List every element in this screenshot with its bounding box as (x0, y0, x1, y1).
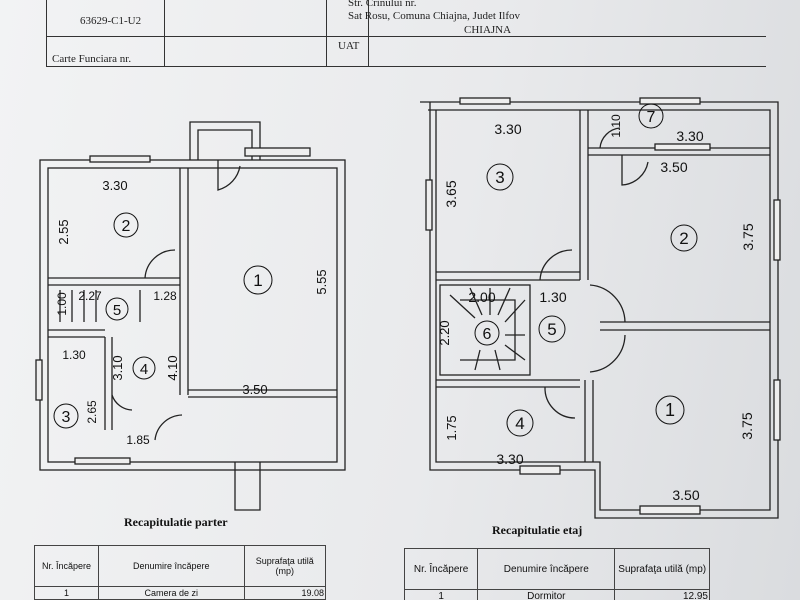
dimension-label: 2.20 (437, 320, 452, 345)
room-number: 1 (253, 271, 262, 290)
dimension-label: 4.10 (165, 355, 180, 380)
dimension-label: 1.75 (444, 415, 459, 440)
cadastral-code: 63629-C1-U2 (80, 15, 142, 27)
upper-floor-labels: 3 7 2 6 5 4 1 3.30 1.10 3.30 3.50 3.65 3… (437, 103, 756, 503)
column-header: Denumire încăpere (477, 548, 616, 590)
dimension-label: 3.65 (443, 180, 459, 207)
uat-value: CHIAJNA (464, 24, 512, 36)
dimension-label: 1.30 (539, 289, 566, 305)
room-number: 2 (122, 218, 131, 235)
room-number: 1 (665, 400, 675, 420)
table-row: 1 Dormitor 12.95 (403, 589, 710, 600)
carte-funciara-label: Carte Funciara nr. (52, 53, 132, 65)
dimension-label: 1.28 (153, 289, 177, 303)
recap-etaj-title: Recapitulatie etaj (492, 523, 583, 537)
column-header: Suprafaţa utilă (mp) (243, 545, 327, 587)
table-cell: Camera de zi (98, 586, 245, 600)
dimension-label: 1.00 (55, 292, 69, 316)
dimension-label: 3.50 (660, 159, 687, 175)
address-line1: Str. Crinului nr. (348, 0, 417, 9)
column-header: Nr. Încăpere (33, 545, 100, 587)
dimension-label: 2.27 (78, 289, 102, 303)
room-number: 3 (62, 409, 71, 426)
dimension-label: 3.75 (739, 412, 755, 439)
recap-etaj-table: Nr. Încăpere Denumire încăpere Suprafaţa… (403, 548, 710, 600)
dimension-label: 2.65 (85, 400, 99, 424)
ground-floor-labels: 2 1 5 4 3 3.30 2.55 5.55 1.00 2.27 1.28 … (53, 178, 329, 447)
dimension-label: 5.55 (314, 269, 329, 294)
dimension-label: 3.30 (494, 121, 521, 137)
room-number: 7 (647, 109, 656, 126)
dimension-label: 1.85 (126, 433, 150, 447)
dimension-label: 1.10 (609, 114, 623, 138)
dimension-label: 2.00 (468, 289, 495, 305)
dimension-label: 3.50 (672, 487, 699, 503)
uat-label: UAT (338, 40, 360, 52)
recap-parter-title: Recapitulatie parter (124, 515, 228, 529)
column-header: Nr. Încăpere (403, 548, 479, 590)
dimension-label: 3.75 (740, 223, 756, 250)
header-table: 63629-C1-U2 Str. Crinului nr. Sat Rosu, … (46, 0, 800, 78)
dimension-label: 3.30 (102, 178, 127, 193)
dimension-label: 3.50 (242, 382, 267, 397)
recap-parter-table: Nr. Încăpere Denumire încăpere Suprafaţa… (33, 545, 327, 600)
column-header: Suprafaţa utilă (mp) (614, 548, 710, 590)
table-cell: 1 (33, 586, 100, 600)
table-cell: 1 (403, 589, 479, 600)
room-number: 4 (140, 361, 148, 378)
dimension-label: 3.30 (496, 451, 523, 467)
room-number: 5 (113, 302, 121, 319)
room-number: 3 (495, 168, 504, 187)
dimension-label: 2.55 (56, 219, 71, 244)
address-line2: Sat Rosu, Comuna Chiajna, Judet Ilfov (348, 10, 521, 22)
table-cell: 12.95 (614, 589, 710, 600)
table-cell: Dormitor (477, 589, 616, 600)
ground-floor-plan (35, 121, 346, 511)
dimension-label: 3.30 (676, 128, 703, 144)
room-number: 5 (547, 320, 556, 339)
dimension-label: 1.30 (62, 348, 86, 362)
room-number: 2 (679, 229, 688, 248)
table-cell: 19.08 (243, 586, 327, 600)
room-number: 4 (515, 414, 524, 433)
upper-floor-plan (420, 97, 781, 519)
room-number: 6 (483, 326, 492, 343)
dimension-label: 3.10 (110, 355, 125, 380)
table-row: 1 Camera de zi 19.08 (33, 586, 327, 600)
column-header: Denumire încăpere (98, 545, 245, 587)
